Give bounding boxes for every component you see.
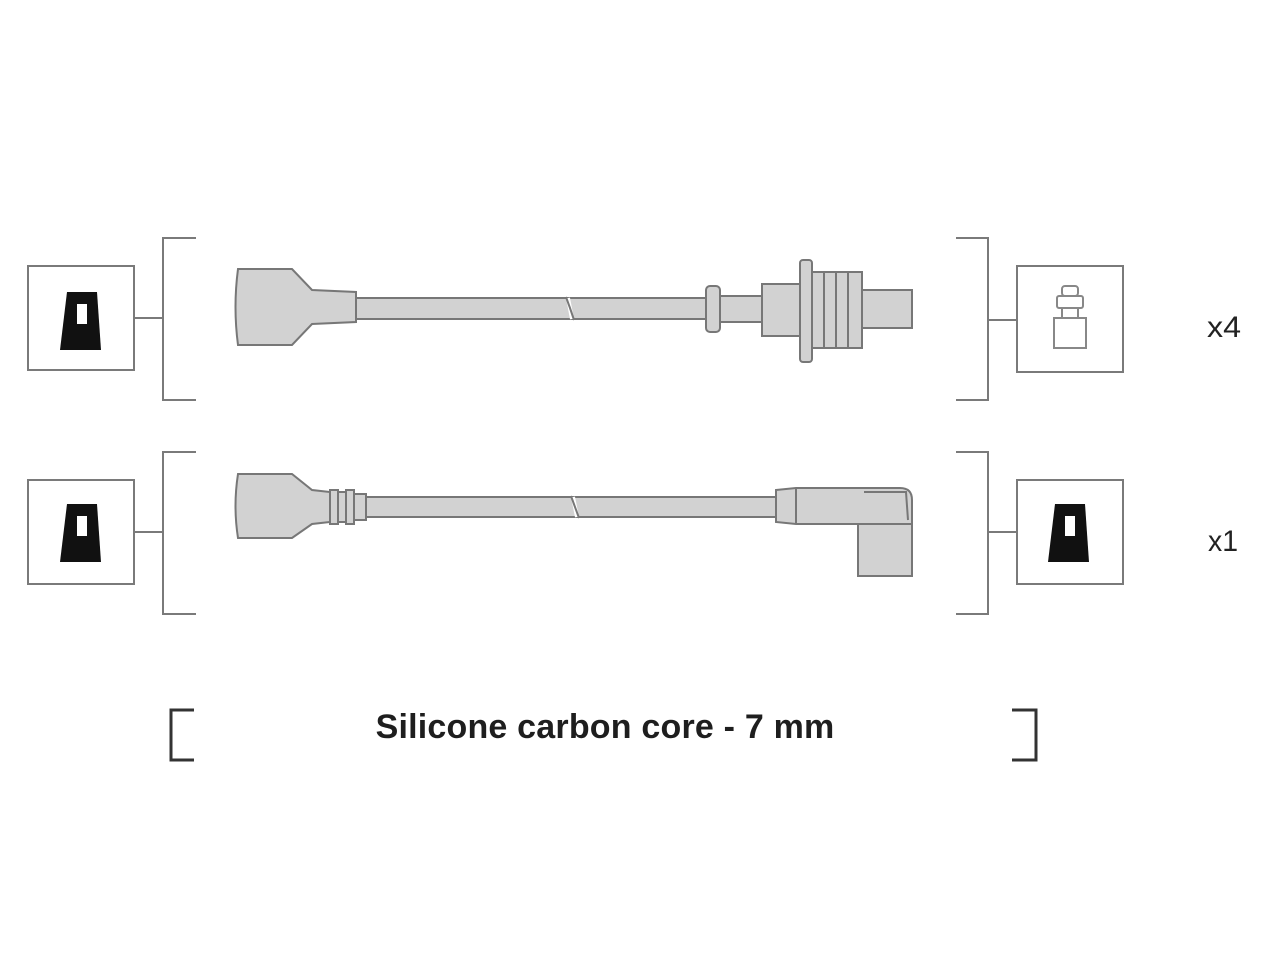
lead-row-2: x1 bbox=[27, 451, 1238, 615]
left-bracket-row-2 bbox=[162, 451, 196, 615]
coil-boot-row-2 bbox=[234, 473, 331, 539]
cable-spec-caption: Silicone carbon core - 7 mm bbox=[375, 708, 835, 746]
left-terminal-box-row-2 bbox=[27, 479, 163, 585]
right-terminal-box-row-1 bbox=[988, 265, 1124, 373]
spark-plug-terminal-icon bbox=[1053, 285, 1087, 349]
ignition-lead-row-2 bbox=[234, 473, 913, 577]
coil-terminal-icon bbox=[60, 504, 101, 562]
right-bracket-row-2 bbox=[956, 451, 989, 615]
cable-row-2 bbox=[365, 496, 777, 518]
quantity-row-2: x1 bbox=[1208, 525, 1238, 558]
caption-bracket-left bbox=[169, 708, 194, 762]
coil-terminal-icon bbox=[60, 292, 101, 350]
left-bracket-row-1 bbox=[162, 237, 196, 401]
caption-bracket-right bbox=[1012, 708, 1038, 762]
coil-terminal-icon bbox=[1048, 504, 1089, 562]
right-terminal-box-row-2 bbox=[988, 479, 1124, 585]
lead-row-1: x4 bbox=[27, 237, 1241, 401]
right-bracket-row-1 bbox=[956, 237, 989, 401]
quantity-row-1: x4 bbox=[1207, 311, 1241, 344]
left-terminal-box-row-1 bbox=[27, 265, 163, 371]
coil-boot-row-1 bbox=[234, 268, 357, 346]
cable-row-1 bbox=[355, 297, 707, 320]
ignition-lead-row-1 bbox=[234, 259, 913, 363]
